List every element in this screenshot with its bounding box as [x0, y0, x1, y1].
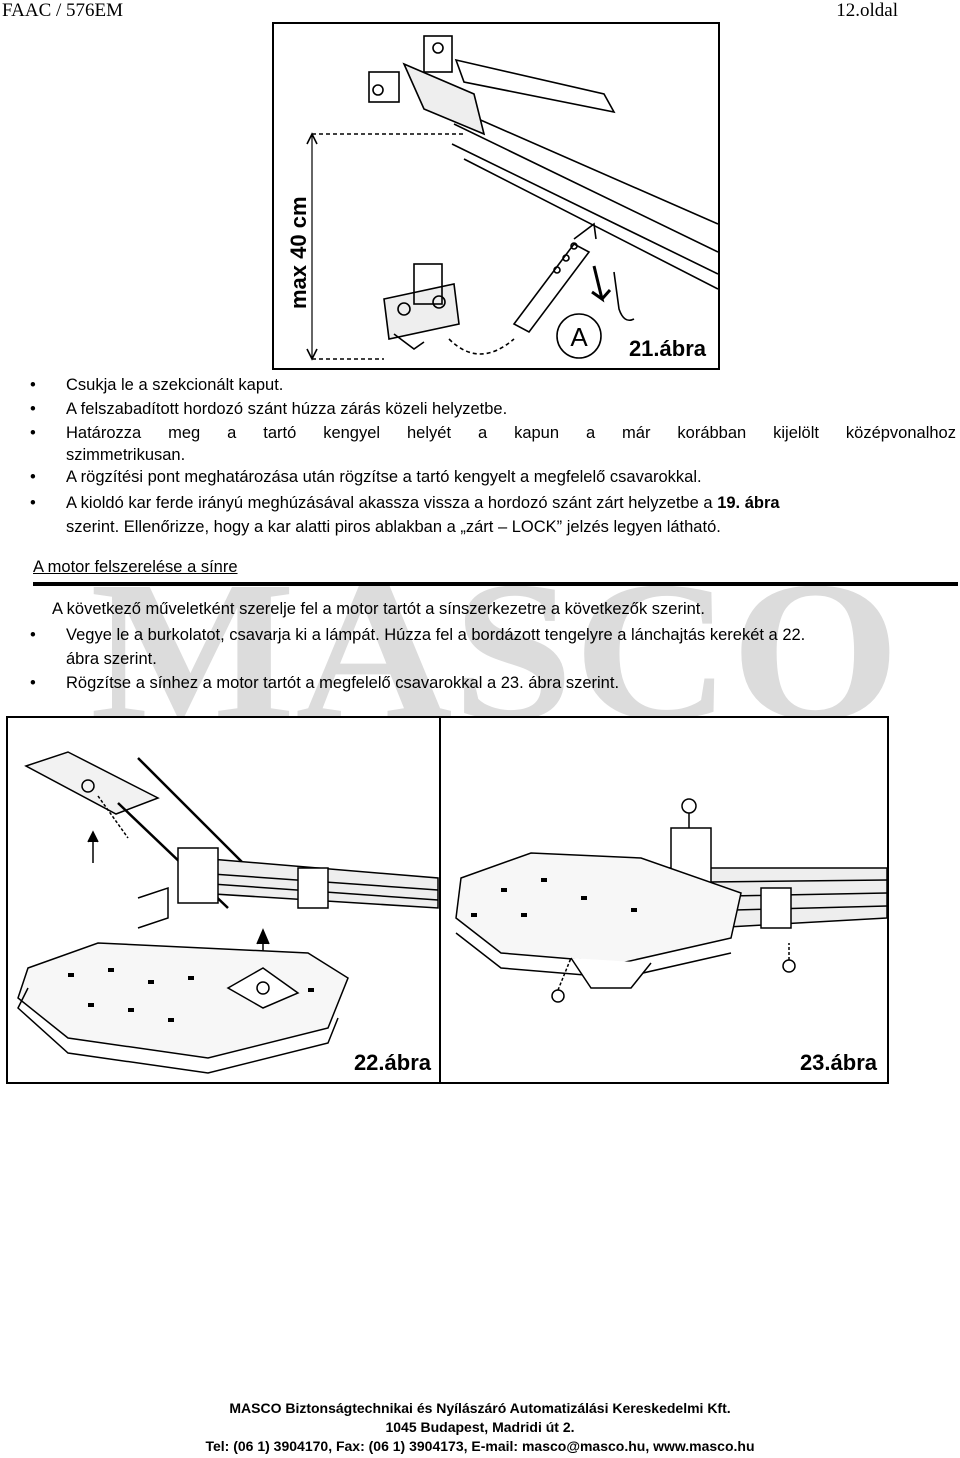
doc-title: FAAC / 576EM: [2, 0, 124, 21]
footer-address: 1045 Budapest, Madridi út 2.: [385, 1419, 575, 1435]
divider: [33, 582, 958, 586]
bullet-icon: •: [30, 400, 36, 418]
footer-contact-text: Tel: (06 1) 3904170, Fax: (06 1) 3904173…: [205, 1438, 522, 1454]
bullet-text-main: A kioldó kar ferde irányú meghúzásával a…: [66, 494, 713, 512]
bullet-text: Határozza meg a tartó kengyel helyét a k…: [66, 424, 956, 442]
bullet-icon: •: [30, 626, 36, 644]
marker-a: A: [570, 322, 588, 352]
figure-23: 23.ábra: [439, 716, 889, 1084]
figure-21-drawing: A max 40 cm: [286, 35, 719, 361]
bullet-icon: •: [30, 424, 36, 442]
figure-21: A max 40 cm 21.ábra: [272, 22, 720, 370]
bullet-text: A rögzítési pont meghatározása után rögz…: [66, 468, 702, 486]
figure-22-label: 22.ábra: [353, 1050, 431, 1075]
bullet-icon: •: [30, 376, 36, 394]
page-number: 12.oldal: [836, 0, 898, 21]
page-header: FAAC / 576EM 12.oldal: [0, 0, 960, 26]
bullet-text-cont: ábra szerint.: [66, 650, 157, 668]
figure-23-drawing: [455, 798, 888, 1003]
bullet-text: A kioldó kar ferde irányú meghúzásával a…: [66, 492, 956, 514]
email-link[interactable]: masco@: [521, 1438, 580, 1454]
footer-contact-web: masco.hu, www.masco.hu: [579, 1438, 755, 1454]
intro-paragraph: A következő műveletként szerelje fel a m…: [52, 600, 705, 618]
bullet-text-cont: szerint. Ellenőrizze, hogy a kar alatti …: [66, 518, 721, 536]
section-title: A motor felszerelése a sínre: [33, 558, 238, 576]
bullet-icon: •: [30, 468, 36, 486]
figure-ref: 19. ábra: [717, 494, 780, 512]
footer-contact: Tel: (06 1) 3904170, Fax: (06 1) 3904173…: [0, 1438, 960, 1454]
bullet-icon: •: [30, 674, 36, 692]
figure-22-drawing: [17, 751, 439, 1074]
bullet-text-cont: szimmetrikusan.: [66, 446, 186, 464]
dim-label: max 40 cm: [286, 196, 311, 309]
bullet-text: Rögzítse a sínhez a motor tartót a megfe…: [66, 674, 620, 692]
bullet-icon: •: [30, 494, 36, 512]
bullet-text: Vegye le a burkolatot, csavarja ki a lám…: [66, 626, 806, 644]
bullet-text: A felszabadított hordozó szánt húzza zár…: [66, 400, 508, 418]
footer-company: MASCO Biztonságtechnikai és Nyílászáró A…: [229, 1400, 731, 1416]
bullet-text: Csukja le a szekcionált kaput.: [66, 376, 284, 394]
figure-22: 22.ábra: [6, 716, 443, 1084]
figure-23-label: 23.ábra: [799, 1050, 877, 1075]
figure-21-label: 21.ábra: [628, 336, 706, 361]
